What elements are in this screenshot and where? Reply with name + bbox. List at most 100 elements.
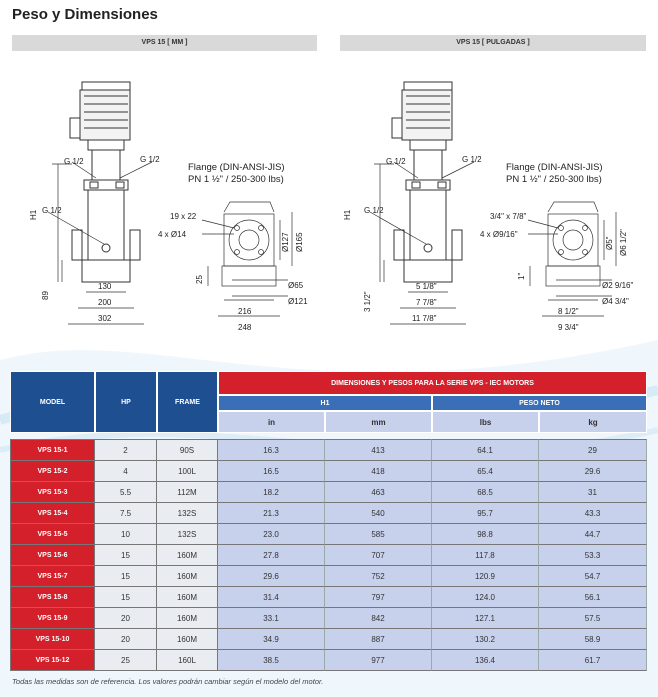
cell-in: 23.0 <box>218 524 325 545</box>
g-top-left-label: G 1/2 <box>64 157 84 166</box>
cell-in: 27.8 <box>218 545 325 566</box>
cell-lbs: 127.1 <box>432 608 539 629</box>
cell-mm: 707 <box>325 545 432 566</box>
dim-3-4x7-8: 3/4" x 7/8" <box>490 212 527 221</box>
g-mid-label: G 1/2 <box>364 206 384 215</box>
pump-motor-drawing <box>69 81 141 283</box>
dim-216: 216 <box>238 307 252 316</box>
dim-7-7-8: 7 7/8" <box>416 298 437 307</box>
cell-model: VPS 15-3 <box>10 482 95 503</box>
cell-model: VPS 15-9 <box>10 608 95 629</box>
cell-frame: 100L <box>157 461 218 482</box>
cell-lbs: 124.0 <box>432 587 539 608</box>
cell-model: VPS 15-6 <box>10 545 95 566</box>
cell-model: VPS 15-7 <box>10 566 95 587</box>
cell-lbs: 120.9 <box>432 566 539 587</box>
cell-mm: 413 <box>325 439 432 461</box>
cell-hp: 25 <box>95 650 157 671</box>
cell-kg: 54.7 <box>539 566 647 587</box>
cell-model: VPS 15-10 <box>10 629 95 650</box>
dim-2-9-16: Ø2 9/16" <box>602 281 633 290</box>
right-panel-title: VPS 15 [ PULGADAS ] <box>340 35 646 51</box>
cell-lbs: 98.8 <box>432 524 539 545</box>
cell-hp: 2 <box>95 439 157 461</box>
cell-kg: 58.9 <box>539 629 647 650</box>
cell-in: 18.2 <box>218 482 325 503</box>
dim-4-3-4: Ø4 3/4" <box>602 297 629 306</box>
cell-lbs: 117.8 <box>432 545 539 566</box>
cell-frame: 112M <box>157 482 218 503</box>
cell-hp: 15 <box>95 587 157 608</box>
dim-65: Ø65 <box>288 281 304 290</box>
cell-lbs: 64.1 <box>432 439 539 461</box>
cell-model: VPS 15-4 <box>10 503 95 524</box>
cell-lbs: 95.7 <box>432 503 539 524</box>
page-title: Peso y Dimensiones <box>12 6 158 23</box>
cell-frame: 132S <box>157 503 218 524</box>
cell-kg: 61.7 <box>539 650 647 671</box>
dim-5-1-8: 5 1/8" <box>416 282 437 291</box>
dim-5: Ø5" <box>605 236 614 250</box>
flange-subtitle: PN 1 ½" / 250-300 lbs) <box>506 174 602 185</box>
cell-frame: 90S <box>157 439 218 461</box>
g-top-right-label: G 1/2 <box>462 155 482 164</box>
dim-25: 25 <box>195 275 204 284</box>
g-top-right-label: G 1/2 <box>140 155 160 164</box>
flange-subtitle: PN 1 ½" / 250-300 lbs) <box>188 174 284 185</box>
dim-11-7-8: 11 7/8" <box>412 314 437 323</box>
cell-hp: 4 <box>95 461 157 482</box>
dim-4x14: 4 x Ø14 <box>158 230 187 239</box>
g-top-left-label: G 1/2 <box>386 157 406 166</box>
dim-302: 302 <box>98 314 112 323</box>
dim-3-1-2: 3 1/2" <box>363 291 372 312</box>
header-hp: HP <box>95 371 157 433</box>
dim-19x22: 19 x 22 <box>170 212 197 221</box>
cell-in: 29.6 <box>218 566 325 587</box>
right-dimension-diagram: G 1/2 G 1/2 G 1/2 H1 3 1/2" 5 1/8" 7 7/8… <box>340 52 646 347</box>
header-group: DIMENSIONES Y PESOS PARA LA SERIE VPS - … <box>218 371 647 395</box>
cell-hp: 10 <box>95 524 157 545</box>
cell-in: 33.1 <box>218 608 325 629</box>
header-frame: FRAME <box>157 371 218 433</box>
cell-lbs: 68.5 <box>432 482 539 503</box>
cell-in: 21.3 <box>218 503 325 524</box>
cell-lbs: 136.4 <box>432 650 539 671</box>
cell-kg: 29.6 <box>539 461 647 482</box>
dim-121: Ø121 <box>288 297 308 306</box>
dim-1: 1" <box>517 273 526 280</box>
cell-frame: 160M <box>157 545 218 566</box>
cell-mm: 418 <box>325 461 432 482</box>
cell-hp: 5.5 <box>95 482 157 503</box>
header-lbs: lbs <box>432 411 539 433</box>
cell-kg: 31 <box>539 482 647 503</box>
left-panel-title: VPS 15 [ MM ] <box>12 35 317 51</box>
cell-frame: 160M <box>157 566 218 587</box>
left-dimension-diagram: G 1/2 G 1/2 G 1/2 H1 89 130 200 302 Flan… <box>12 52 317 347</box>
cell-kg: 44.7 <box>539 524 647 545</box>
cell-lbs: 130.2 <box>432 629 539 650</box>
h1-label: H1 <box>343 209 352 220</box>
header-kg: kg <box>539 411 647 433</box>
cell-in: 16.3 <box>218 439 325 461</box>
cell-in: 16.5 <box>218 461 325 482</box>
cell-frame: 160L <box>157 650 218 671</box>
flange-title: Flange (DIN-ANSI-JIS) <box>506 162 603 173</box>
cell-hp: 15 <box>95 566 157 587</box>
dim-6-1-2: Ø6 1/2" <box>619 229 628 256</box>
cell-frame: 160M <box>157 587 218 608</box>
cell-model: VPS 15-8 <box>10 587 95 608</box>
cell-model: VPS 15-12 <box>10 650 95 671</box>
dim-8-1-2: 8 1/2" <box>558 307 579 316</box>
header-h1: H1 <box>218 395 432 411</box>
dim-127: Ø127 <box>281 232 290 252</box>
header-model: MODEL <box>10 371 95 433</box>
g-mid-label: G 1/2 <box>42 206 62 215</box>
cell-frame: 160M <box>157 629 218 650</box>
dim-248: 248 <box>238 323 252 332</box>
